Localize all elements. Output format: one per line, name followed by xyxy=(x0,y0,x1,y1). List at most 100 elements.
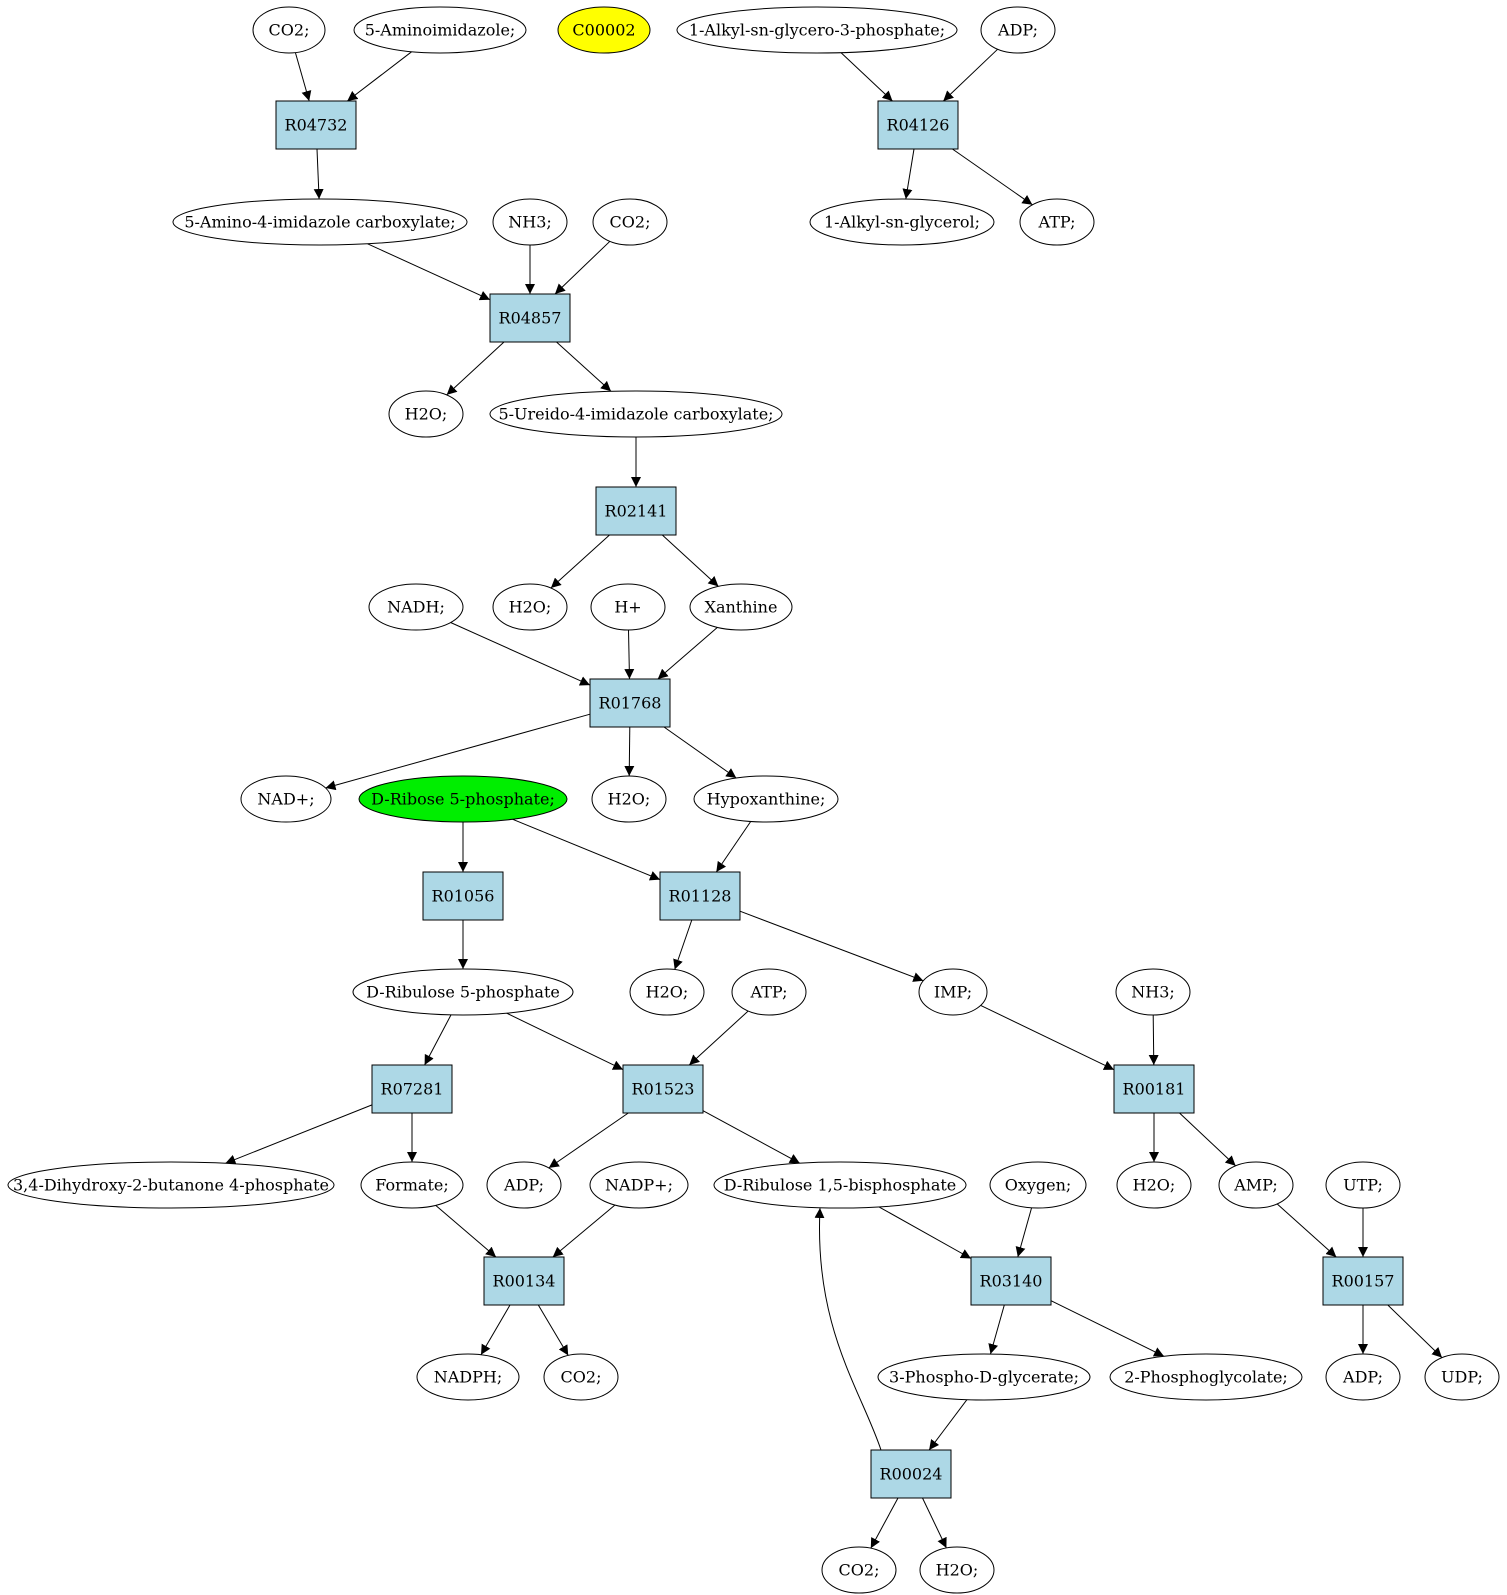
nodes-layer: CO2; 5-Aminoimidazole; C00002 1-Alkyl-sn-gl… xyxy=(7,6,1500,1594)
compound-ellipse xyxy=(713,1161,967,1209)
compound-node-xanthine[interactable]: Xanthine xyxy=(689,583,793,631)
compound-node-nadph[interactable]: NADPH; xyxy=(416,1353,520,1401)
compound-node-h2o-5[interactable]: H2O; xyxy=(1116,1161,1192,1209)
reaction-node-r01523[interactable]: R01523 xyxy=(622,1064,704,1114)
compound-node-dihydroxybutanone[interactable]: 3,4-Dihydroxy-2-butanone 4-phosphate xyxy=(7,1161,335,1209)
compound-node-5aminoimidazole[interactable]: 5-Aminoimidazole; xyxy=(353,6,527,54)
compound-node-h2o-1[interactable]: H2O; xyxy=(388,390,464,438)
compound-ellipse xyxy=(989,1161,1087,1209)
compound-ellipse xyxy=(486,1161,562,1209)
reaction-node-r04732[interactable]: R04732 xyxy=(275,100,357,150)
reaction-label: R01056 xyxy=(432,887,495,906)
compound-node-imp[interactable]: IMP; xyxy=(918,968,988,1016)
compound-ellipse xyxy=(492,198,568,246)
compound-ellipse xyxy=(1109,1353,1303,1401)
compound-node-h2o-2[interactable]: H2O; xyxy=(492,583,568,631)
compound-node-formate[interactable]: Formate; xyxy=(360,1161,464,1209)
compound-node-atp-2[interactable]: ATP; xyxy=(731,968,807,1016)
compound-node-2phosphoglycolate[interactable]: 2-Phosphoglycolate; xyxy=(1109,1353,1303,1401)
compound-ellipse xyxy=(557,6,651,54)
compound-label: NADH; xyxy=(387,598,445,617)
compound-node-ribose5p[interactable]: D-Ribose 5-phosphate; xyxy=(358,775,568,823)
compound-label: H2O; xyxy=(646,983,689,1002)
compound-label: ADP; xyxy=(1342,1368,1383,1387)
compound-ellipse xyxy=(353,6,527,54)
compound-label: UTP; xyxy=(1343,1176,1383,1195)
edge-r01128-to-c_imp xyxy=(739,910,924,982)
compound-node-nh3-1[interactable]: NH3; xyxy=(492,198,568,246)
edge-r01768-to-c_hypoxanthine xyxy=(663,726,737,779)
compound-ellipse xyxy=(1115,968,1191,1016)
compound-node-co2-1[interactable]: CO2; xyxy=(252,6,326,54)
reaction-box xyxy=(275,100,357,150)
compound-node-utp[interactable]: UTP; xyxy=(1325,1161,1401,1209)
compound-node-ribulosebisp[interactable]: D-Ribulose 1,5-bisphosphate xyxy=(713,1161,967,1209)
edge-r03140-to-c_2phosphoglycolate xyxy=(1050,1300,1165,1357)
compound-node-h2o-3[interactable]: H2O; xyxy=(591,775,667,823)
reaction-node-r07281[interactable]: R07281 xyxy=(371,1064,453,1114)
reaction-box xyxy=(622,1064,704,1114)
compound-node-oxygen[interactable]: Oxygen; xyxy=(989,1161,1087,1209)
reaction-node-r03140[interactable]: R03140 xyxy=(970,1256,1052,1306)
edge-c_imp-to-r00181 xyxy=(980,1004,1115,1071)
compound-node-atp-1[interactable]: ATP; xyxy=(1019,198,1095,246)
compound-node-nadpplus[interactable]: NADP+; xyxy=(589,1161,689,1209)
compound-label: 2-Phosphoglycolate; xyxy=(1124,1368,1288,1387)
compound-ellipse xyxy=(689,583,793,631)
reaction-node-r01768[interactable]: R01768 xyxy=(589,678,671,728)
compound-node-adp-1[interactable]: ADP; xyxy=(980,6,1056,54)
compound-ellipse xyxy=(489,390,783,438)
compound-label: 3,4-Dihydroxy-2-butanone 4-phosphate xyxy=(13,1176,329,1195)
edge-c_hypoxanthine-to-r01128 xyxy=(715,821,752,873)
compound-node-ribulose5p[interactable]: D-Ribulose 5-phosphate xyxy=(352,968,574,1016)
reaction-node-r00134[interactable]: R00134 xyxy=(483,1256,565,1306)
compound-node-5ureido[interactable]: 5-Ureido-4-imidazole carboxylate; xyxy=(489,390,783,438)
reaction-box xyxy=(422,871,504,921)
compound-node-co2-4[interactable]: CO2; xyxy=(821,1546,897,1594)
reaction-node-r01056[interactable]: R01056 xyxy=(422,871,504,921)
reaction-node-r04857[interactable]: R04857 xyxy=(489,293,571,343)
edge-c_xanthine-to-r01768 xyxy=(657,627,718,680)
compound-node-nadh[interactable]: NADH; xyxy=(368,583,464,631)
compound-ellipse xyxy=(543,1353,619,1401)
compound-node-adp-3[interactable]: ADP; xyxy=(1325,1353,1401,1401)
reaction-box xyxy=(1322,1256,1404,1306)
compound-node-co2-2[interactable]: CO2; xyxy=(592,198,668,246)
compound-node-co2-3[interactable]: CO2; xyxy=(543,1353,619,1401)
reaction-node-r00181[interactable]: R00181 xyxy=(1113,1064,1195,1114)
reaction-node-r00157[interactable]: R00157 xyxy=(1322,1256,1404,1306)
compound-node-h2o-4[interactable]: H2O; xyxy=(629,968,705,1016)
compound-node-nh3-2[interactable]: NH3; xyxy=(1115,968,1191,1016)
compound-label: NADPH; xyxy=(434,1368,503,1387)
compound-node-hypoxanthine[interactable]: Hypoxanthine; xyxy=(693,775,839,823)
compound-label: 3-Phospho-D-glycerate; xyxy=(889,1368,1079,1387)
compound-label: D-Ribose 5-phosphate; xyxy=(371,790,555,809)
compound-node-c00002[interactable]: C00002 xyxy=(557,6,651,54)
reaction-box xyxy=(489,293,571,343)
compound-node-5amino4imidazole[interactable]: 5-Amino-4-imidazole carboxylate; xyxy=(172,198,468,246)
reaction-node-r04126[interactable]: R04126 xyxy=(877,100,959,150)
compound-node-alkylglycerophosphate[interactable]: 1-Alkyl-sn-glycero-3-phosphate; xyxy=(676,6,958,54)
compound-node-udp[interactable]: UDP; xyxy=(1424,1353,1500,1401)
compound-node-hplus[interactable]: H+ xyxy=(590,583,666,631)
compound-ellipse xyxy=(388,390,464,438)
compound-node-nadplus[interactable]: NAD+; xyxy=(240,775,332,823)
compound-label: NH3; xyxy=(1131,983,1175,1002)
compound-label: ATP; xyxy=(1038,213,1076,232)
reaction-label: R02141 xyxy=(605,502,668,521)
reaction-label: R00181 xyxy=(1123,1080,1186,1099)
compound-node-alkylglycerol[interactable]: 1-Alkyl-sn-glycerol; xyxy=(809,198,995,246)
compound-label: CO2; xyxy=(561,1368,602,1387)
compound-node-adp-2[interactable]: ADP; xyxy=(486,1161,562,1209)
reaction-node-r01128[interactable]: R01128 xyxy=(659,871,741,921)
compound-label: CO2; xyxy=(839,1561,880,1580)
compound-node-amp[interactable]: AMP; xyxy=(1218,1161,1294,1209)
compound-label: CO2; xyxy=(269,21,310,40)
edge-r01523-to-c_ribulosebisp xyxy=(702,1110,801,1164)
reaction-node-r02141[interactable]: R02141 xyxy=(595,486,677,536)
compound-node-h2o-6[interactable]: H2O; xyxy=(919,1546,995,1594)
reaction-node-r00024[interactable]: R00024 xyxy=(870,1449,952,1499)
edge-r04126-to-c_atp_1 xyxy=(952,148,1033,206)
compound-node-3phosphoglycerate[interactable]: 3-Phospho-D-glycerate; xyxy=(877,1353,1091,1401)
compound-label: NH3; xyxy=(508,213,552,232)
